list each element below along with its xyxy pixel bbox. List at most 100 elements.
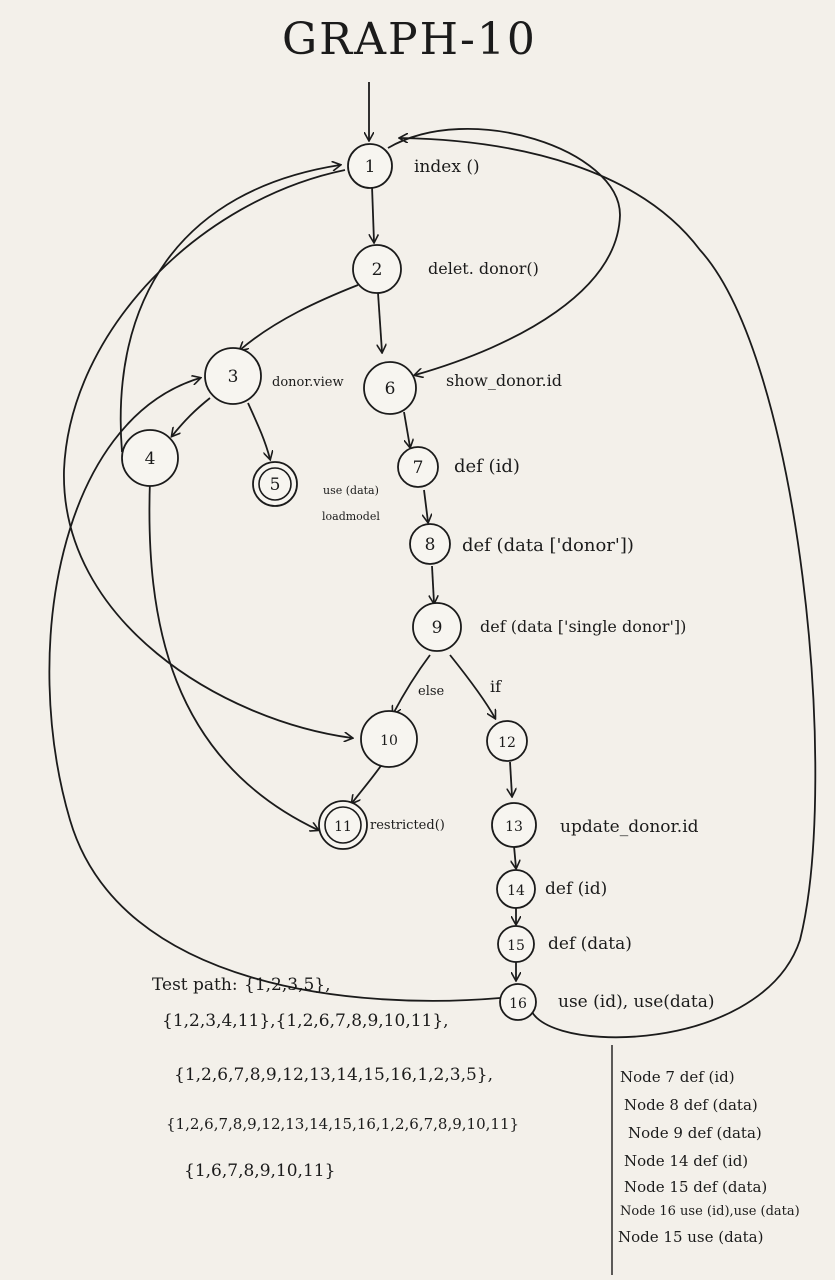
- node-2-id: 2: [372, 260, 383, 280]
- node-5-extra-label: loadmodel: [322, 510, 380, 523]
- node-13: 13: [491, 802, 537, 848]
- node-6-id: 6: [385, 379, 396, 399]
- node-7-id: 7: [413, 458, 424, 478]
- node-16-id: 16: [509, 996, 527, 1012]
- note-node-7: Node 7 def (id): [620, 1068, 735, 1086]
- note-node-9: Node 9 def (data): [628, 1124, 762, 1142]
- node-8: 8: [409, 523, 451, 565]
- node-7: 7: [397, 446, 439, 488]
- node-6: 6: [363, 361, 417, 415]
- node-15-id: 15: [507, 938, 525, 954]
- test-path-3: {1,2,6,7,8,9,12,13,14,15,16,1,2,3,5},: [174, 1065, 494, 1085]
- edge-9-10: [393, 654, 431, 714]
- node-13-id: 13: [505, 819, 523, 835]
- node-12: 12: [486, 720, 528, 762]
- node-10: 10: [360, 710, 418, 768]
- edge-3-4: [172, 397, 211, 436]
- node-1-label: index (): [414, 157, 480, 177]
- else-branch-label: else: [418, 684, 445, 699]
- node-3-label: donor.view: [272, 375, 344, 390]
- edge-4-11: [148, 479, 318, 830]
- edge-13-14: [514, 845, 516, 868]
- edge-2-3: [240, 284, 359, 350]
- node-7-circle: [397, 446, 439, 488]
- node-2: 2: [352, 244, 402, 294]
- node-11: 11: [318, 800, 368, 850]
- note-node-15-def: Node 15 def (data): [624, 1178, 768, 1196]
- node-16-label: use (id), use(data): [558, 992, 715, 1012]
- node-11-circle: [318, 800, 368, 850]
- edge-8-9: [432, 565, 434, 603]
- if-branch-label: if: [490, 677, 502, 696]
- node-14: 14: [496, 869, 536, 909]
- edge-3-5: [247, 402, 270, 459]
- node-14-circle: [496, 869, 536, 909]
- node-15: 15: [497, 925, 535, 963]
- edge-1-10: [63, 169, 352, 738]
- node-9-label: def (data ['single donor']): [480, 617, 686, 636]
- edge-1-2: [372, 185, 374, 242]
- node-4-id: 4: [145, 449, 156, 469]
- node-5-label: use (data): [323, 484, 379, 497]
- node-13-label: update_donor.id: [560, 817, 699, 837]
- node-5-id: 5: [270, 475, 281, 495]
- node-9-circle: [412, 602, 462, 652]
- node-14-label: def (id): [545, 879, 607, 899]
- node-6-circle: [363, 361, 417, 415]
- edge-12-13: [510, 761, 512, 796]
- edges: [48, 128, 817, 1275]
- node-1: 1: [347, 143, 393, 189]
- node-11-label: restricted(): [370, 818, 445, 833]
- node-15-circle: [497, 925, 535, 963]
- node-11-final-ring: [324, 806, 362, 844]
- edge-4-1: [119, 165, 340, 453]
- test-path-1: {1,2,3,5},: [244, 975, 331, 995]
- edge-16-1: [400, 138, 817, 1039]
- node-10-circle: [360, 710, 418, 768]
- note-node-15-use: Node 15 use (data): [618, 1228, 764, 1246]
- node-5: 5: [252, 461, 298, 507]
- node-7-label: def (id): [454, 456, 520, 477]
- node-1-circle: [347, 143, 393, 189]
- node-13-circle: [491, 802, 537, 848]
- edge-9-12: [449, 654, 495, 718]
- node-4: 4: [121, 429, 179, 487]
- edge-6-7: [403, 411, 410, 447]
- node-12-id: 12: [498, 735, 516, 751]
- edge-2-6: [378, 292, 382, 352]
- node-3-id: 3: [228, 367, 239, 387]
- node-15-label: def (data): [548, 934, 632, 954]
- node-2-label: delet. donor(): [428, 259, 539, 278]
- node-3-circle: [204, 347, 262, 405]
- node-3: 3: [204, 347, 262, 405]
- test-path-5: {1,6,7,8,9,10,11}: [184, 1161, 336, 1181]
- note-node-8: Node 8 def (data): [624, 1096, 758, 1114]
- node-12-circle: [486, 720, 528, 762]
- node-10-id: 10: [380, 733, 398, 749]
- edge-1-6: [387, 128, 621, 375]
- edge-16-3: [48, 378, 501, 1002]
- node-8-label: def (data ['donor']): [462, 535, 634, 556]
- node-9: 9: [412, 602, 462, 652]
- node-16-circle: [499, 983, 537, 1021]
- node-9-id: 9: [432, 618, 443, 638]
- test-path-heading: Test path:: [152, 975, 238, 995]
- node-16: 16: [499, 983, 537, 1021]
- node-11-id: 11: [334, 819, 352, 835]
- test-path-4: {1,2,6,7,8,9,12,13,14,15,16,1,2,6,7,8,9,…: [166, 1115, 520, 1133]
- note-node-14: Node 14 def (id): [624, 1152, 749, 1170]
- node-labels: index () delet. donor() donor.view use (dat…: [272, 157, 715, 1012]
- graph-title: GRAPH-10: [282, 14, 537, 65]
- node-6-label: show_donor.id: [446, 371, 562, 390]
- note-node-16: Node 16 use (id),use (data): [620, 1204, 800, 1219]
- node-8-circle: [409, 523, 451, 565]
- test-path-2: {1,2,3,4,11},{1,2,6,7,8,9,10,11},: [162, 1011, 449, 1031]
- node-2-circle: [352, 244, 402, 294]
- edge-7-8: [424, 489, 428, 522]
- node-4-circle: [121, 429, 179, 487]
- node-14-id: 14: [507, 883, 525, 899]
- node-8-id: 8: [425, 535, 436, 555]
